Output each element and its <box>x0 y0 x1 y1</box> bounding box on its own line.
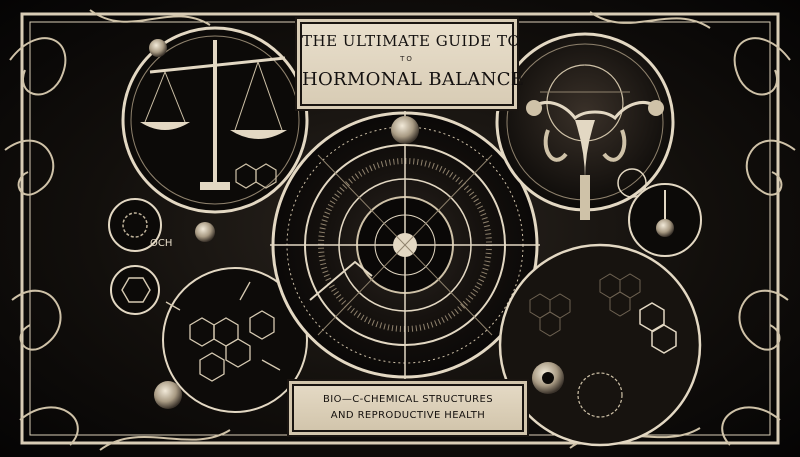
molecule-label: OCH <box>150 238 173 249</box>
pendulum-medallion <box>628 183 702 257</box>
title-line-1: THE ULTIMATE GUIDE TO <box>302 32 521 50</box>
title-banner: THE ULTIMATE GUIDE TO TO HORMONAL BALANC… <box>300 22 525 106</box>
central-astrolabe-dial <box>270 93 540 380</box>
title-line-2: HORMONAL BALANCE <box>302 69 525 90</box>
title-connector: TO <box>400 55 414 63</box>
reproductive-anatomy-medallion <box>495 32 675 220</box>
cellular-structure-medallion <box>498 243 702 447</box>
subtitle-banner: BIO—C-CHEMICAL STRUCTURES AND REPRODUCTI… <box>292 384 524 432</box>
balance-scales-medallion <box>121 26 309 214</box>
subtitle-line-1: BIO—C-CHEMICAL STRUCTURES <box>323 394 493 405</box>
molecule-medallions-left <box>108 198 215 315</box>
subtitle-line-2: AND REPRODUCTIVE HEALTH <box>330 410 486 421</box>
